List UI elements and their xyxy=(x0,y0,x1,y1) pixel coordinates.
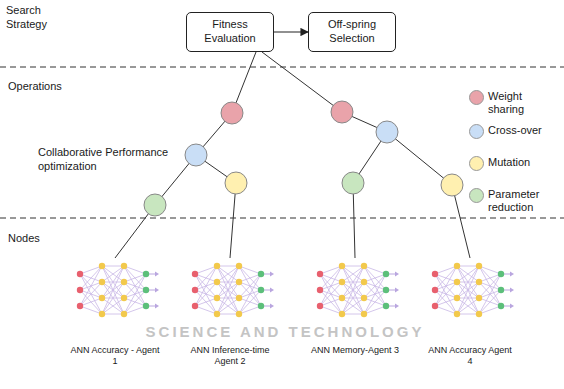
agent-label: ANN Memory-Agent 3 xyxy=(310,345,400,356)
process-box: Off-spring Selection xyxy=(308,12,396,52)
tree-lines xyxy=(115,52,470,258)
legend-item: Weight sharing xyxy=(469,90,563,116)
network-icons xyxy=(77,263,514,317)
legend-text: Parameter reduction xyxy=(488,188,560,214)
process-box: Fitness Evaluation xyxy=(186,12,274,52)
dashed-divider xyxy=(0,218,564,219)
legend-item: Cross-over xyxy=(469,124,563,139)
legend-text: Weight sharing xyxy=(488,90,560,116)
ann-icon xyxy=(317,263,399,317)
legend-text: Mutation xyxy=(488,156,560,169)
legend-text: Cross-over xyxy=(488,124,560,137)
section-label: Operations xyxy=(8,80,98,94)
ann-icon xyxy=(192,263,274,317)
operation-circles xyxy=(144,101,463,216)
ann-icon xyxy=(432,263,514,317)
box-text: Fitness Evaluation xyxy=(193,18,267,46)
legend-item: Mutation xyxy=(469,156,563,171)
box-text: Off-spring Selection xyxy=(315,18,389,46)
legend-swatch xyxy=(469,188,484,203)
legend-swatch xyxy=(469,156,484,171)
agent-label: ANN Inference-time Agent 2 xyxy=(185,345,275,368)
legend-item: Parameter reduction xyxy=(469,188,563,214)
agent-label: ANN Accuracy - Agent 1 xyxy=(70,345,160,368)
agent-label: ANN Accuracy Agent 4 xyxy=(425,345,515,368)
section-label: Search Strategy xyxy=(6,4,66,32)
ann-icon xyxy=(77,263,159,317)
group-label: Collaborative Performance optimization xyxy=(38,146,178,174)
legend-swatch xyxy=(469,90,484,105)
flow-arrow xyxy=(274,31,308,32)
legend-swatch xyxy=(469,124,484,139)
watermark: SCIENCE AND TECHNOLOGY xyxy=(120,323,450,342)
section-label: Nodes xyxy=(8,232,68,246)
